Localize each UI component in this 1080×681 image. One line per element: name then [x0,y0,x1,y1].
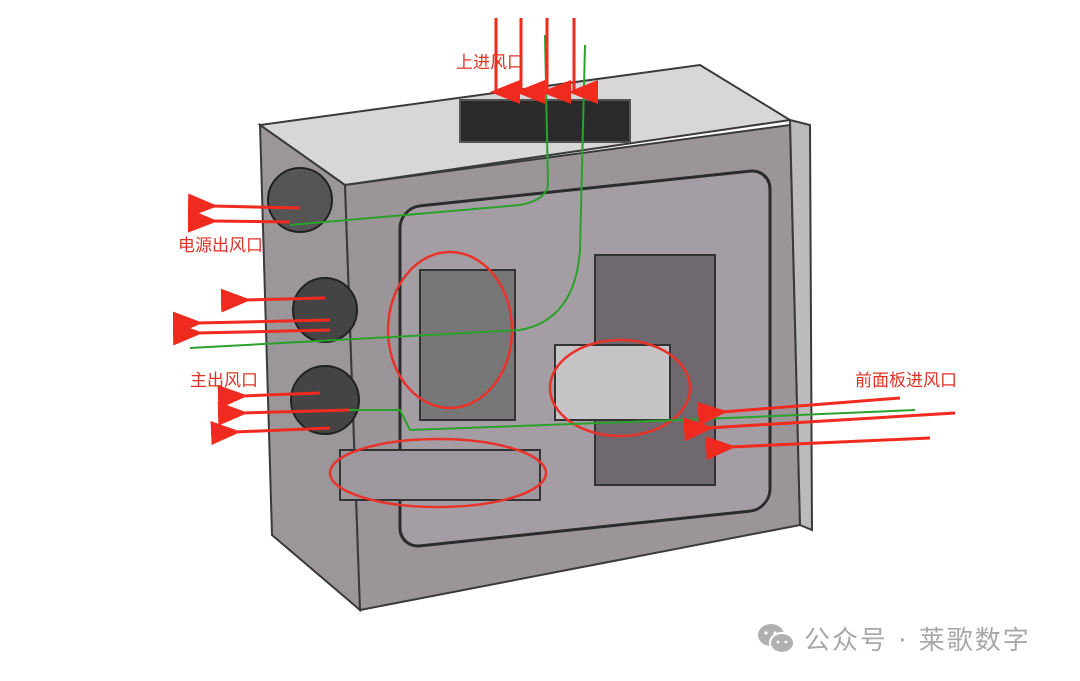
main-exhaust-arrows [172,288,351,445]
front-intake-arrows [683,396,956,461]
watermark-text: 公众号 · 莱歌数字 [804,626,1031,656]
wechat-icon [758,623,795,654]
rear-fan-upper [292,277,358,343]
psu-exhaust-arrows [187,193,301,233]
pc-case [257,63,814,613]
gpu-highlight [328,437,548,509]
airflow-path [189,34,916,432]
watermark: 公众号 · 莱歌数字 [756,620,1031,657]
gpu [339,449,541,501]
top-intake-label: 上进风口 [456,53,524,73]
hard-drive [554,344,671,421]
front-intake-label: 前面板进风口 [855,371,957,391]
psu-fan [267,167,333,233]
top-intake-arrows [490,18,598,104]
case-front-panel [788,118,814,532]
rear-fan-lower [290,365,360,435]
psu-exhaust-label: 电源出风口 [178,236,263,256]
cpu-cooler [419,269,516,421]
top-fan-grille [459,99,631,143]
hdd-highlight [548,338,692,438]
main-exhaust-label: 主出风口 [190,371,258,391]
